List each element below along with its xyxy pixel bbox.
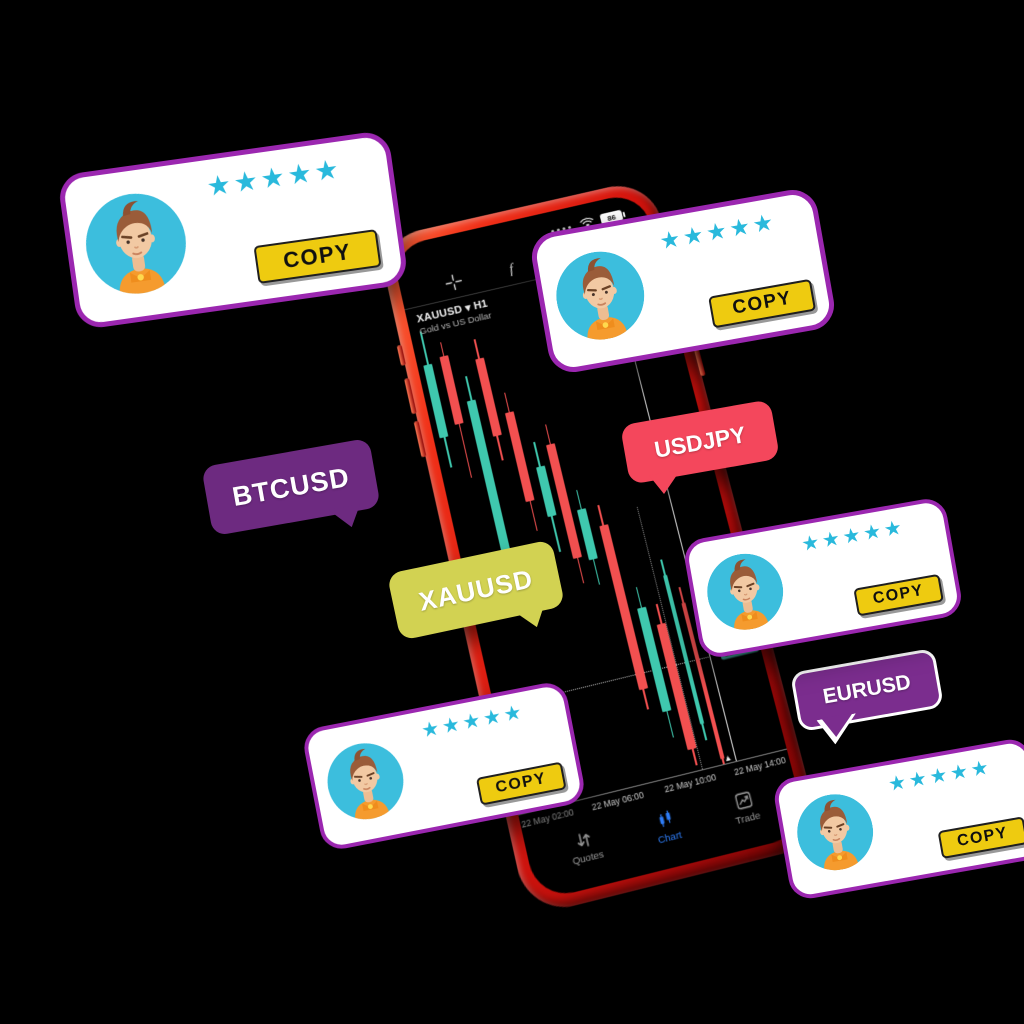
rating-stars: ★★★★★ [205,155,343,201]
pair-bubble-eurusd: EURUSD [790,648,944,732]
copy-button[interactable]: COPY [708,279,816,329]
copy-button[interactable]: COPY [253,229,381,284]
candlestick-icon [654,808,677,831]
avatar [549,245,651,347]
volume-up-button[interactable] [404,378,417,414]
trade-line-icon [732,789,755,812]
rating-stars: ★★★★★ [420,702,527,742]
copy-button[interactable]: COPY [476,762,567,806]
nav-item-chart[interactable]: Chart [652,808,683,847]
crosshair-icon[interactable] [443,271,465,292]
avatar [79,187,192,300]
svg-text:f: f [508,262,517,277]
pair-bubble-btcusd: BTCUSD [201,438,381,536]
quotes-arrows-icon [573,828,596,851]
copy-button[interactable]: COPY [937,816,1024,859]
avatar [321,737,410,826]
rating-stars: ★★★★★ [658,210,778,253]
nav-label: Chart [657,829,683,846]
copy-trader-card: ★★★★★ COPY [771,736,1024,901]
nav-item-quotes[interactable]: Quotes [566,827,605,868]
copy-trader-card: ★★★★★ COPY [57,130,409,331]
avatar [701,548,789,636]
rating-stars: ★★★★★ [887,757,994,795]
copy-button[interactable]: COPY [853,574,944,617]
indicators-function-icon[interactable]: f [502,258,524,279]
avatar [791,788,879,876]
rating-stars: ★★★★★ [800,517,907,555]
mute-switch[interactable] [397,345,406,366]
volume-down-button[interactable] [414,421,427,458]
nav-label: Trade [734,810,761,827]
nav-item-trade[interactable]: Trade [729,788,762,827]
